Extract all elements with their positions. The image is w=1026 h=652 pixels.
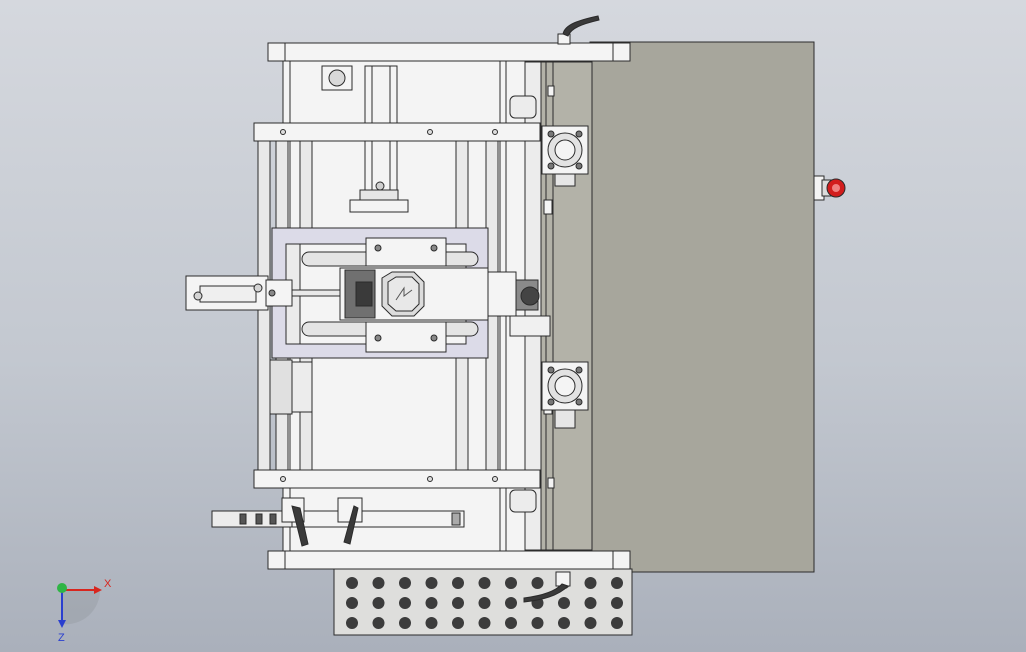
spindle-motor [339, 267, 551, 337]
z-axis-label: Z [58, 632, 65, 644]
perforation-hole [505, 597, 517, 609]
perforation-hole [558, 617, 570, 629]
perforation-hole [346, 577, 358, 589]
clamp-lever-left[interactable] [281, 497, 309, 547]
y-axis-arrow-icon [57, 583, 67, 593]
machine-assembly [185, 15, 846, 636]
perforation-hole [372, 577, 385, 589]
x-axis-arrow-icon [94, 586, 102, 594]
coordinate-triad: X Z [57, 578, 112, 644]
perforation-hole [425, 617, 438, 629]
feed-cylinder [185, 275, 341, 311]
perforation-hole [611, 577, 623, 589]
rollers [509, 95, 537, 513]
perforation-hole [531, 617, 544, 629]
perforated-plate [333, 568, 633, 636]
perforation-hole [505, 617, 517, 629]
perforation-hole [452, 617, 464, 629]
perforation-hole [425, 577, 438, 589]
perforation-hole [584, 597, 597, 609]
perforation-hole [399, 597, 411, 609]
perforation-hole [478, 617, 491, 629]
perforation-hole [399, 617, 411, 629]
perforation-hole [399, 577, 411, 589]
emergency-stop-button[interactable] [813, 175, 846, 201]
lower-cross-beam [253, 469, 541, 489]
perforation-hole [558, 597, 570, 609]
bottom-frame-plate [267, 550, 631, 570]
perforation-hole [452, 577, 464, 589]
x-axis-label: X [104, 578, 112, 590]
clamp-lever-middle[interactable] [337, 497, 363, 545]
perforation-hole [584, 617, 597, 629]
perforation-hole [478, 597, 491, 609]
perforation-hole [346, 597, 358, 609]
perforation-hole [425, 597, 438, 609]
perforation-hole [372, 597, 385, 609]
perforation-hole [531, 577, 544, 589]
z-axis-arrow-icon [58, 620, 66, 628]
perforation-hole [372, 617, 385, 629]
bearing-block-top [541, 125, 589, 187]
bearing-block-bottom [541, 361, 589, 429]
perforation-hole [584, 577, 597, 589]
upper-cross-beam [253, 122, 541, 142]
perforation-hole [478, 577, 491, 589]
perforation-hole [505, 577, 517, 589]
perforation-hole [611, 597, 623, 609]
perforation-hole [611, 617, 623, 629]
clamp-lever-bottom[interactable] [523, 571, 571, 603]
top-frame-plate [267, 42, 631, 62]
cover-panel [539, 41, 815, 573]
perforation-hole [346, 617, 358, 629]
perforation-hole [452, 597, 464, 609]
clamp-lever-top[interactable] [557, 15, 600, 45]
